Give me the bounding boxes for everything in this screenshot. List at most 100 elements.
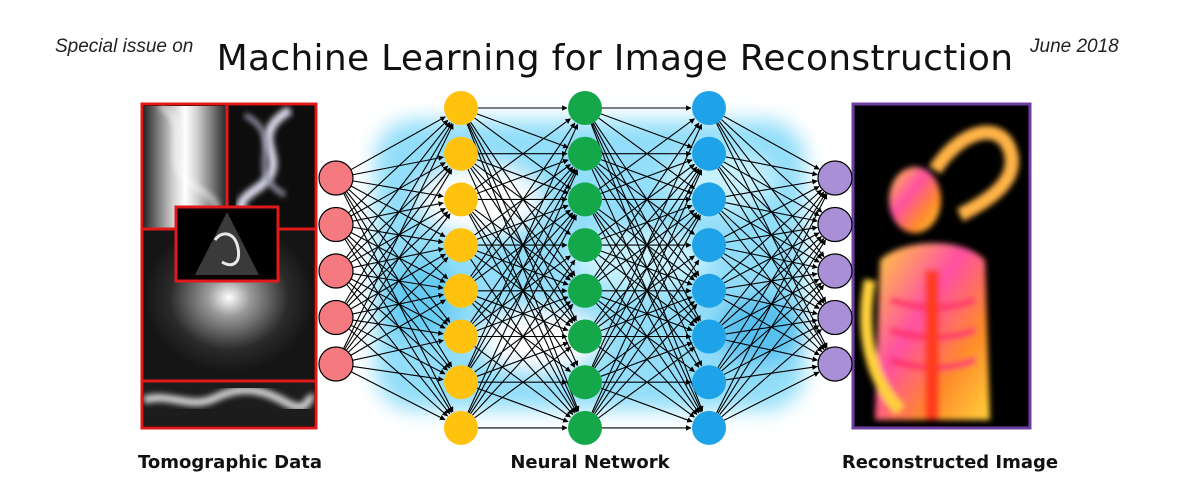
node-hidden-2-6 — [568, 319, 602, 354]
connection-arrow — [352, 201, 444, 222]
node-hidden-1-6 — [444, 319, 478, 354]
connection-arrow — [350, 185, 446, 238]
page-title: Machine Learning for Image Reconstructio… — [216, 38, 1014, 79]
node-output-1 — [817, 160, 853, 196]
connection-arrow — [348, 235, 449, 325]
connection-arrow — [344, 122, 453, 304]
node-hidden-3-5 — [692, 273, 726, 308]
connection-arrow — [723, 115, 820, 170]
node-hidden-2-3 — [568, 182, 602, 217]
connection-arrow — [350, 371, 446, 421]
connection-arrow — [342, 123, 454, 349]
network-nodes — [318, 91, 853, 445]
node-hidden-3-2 — [692, 136, 726, 171]
node-hidden-2-7 — [568, 365, 602, 400]
connection-arrow — [348, 281, 448, 371]
connection-arrow — [595, 303, 698, 416]
caption-neural-network: Neural Network — [510, 452, 670, 473]
connection-arrow — [476, 159, 569, 195]
node-input-2 — [318, 206, 354, 243]
connection-arrow — [345, 121, 451, 258]
connection-arrow — [716, 193, 828, 413]
connection-arrow — [474, 346, 571, 419]
node-hidden-2-5 — [568, 273, 602, 308]
connection-arrow — [598, 346, 695, 419]
node-hidden-1-2 — [444, 136, 478, 171]
connection-arrow — [467, 169, 579, 413]
node-input-3 — [318, 253, 354, 289]
issue-date: June 2018 — [1030, 36, 1119, 57]
node-output-5 — [817, 346, 853, 382]
node-hidden-2-8 — [568, 410, 602, 445]
connection-arrow — [721, 328, 822, 418]
connection-arrow — [347, 257, 449, 353]
connection-arrow — [350, 116, 446, 171]
connection-arrow — [598, 118, 695, 190]
node-hidden-1-4 — [444, 228, 478, 263]
node-hidden-1-1 — [444, 91, 478, 125]
connection-arrow — [468, 169, 577, 368]
node-hidden-2-4 — [568, 228, 602, 263]
connection-arrow — [348, 119, 449, 214]
connection-arrow — [346, 191, 451, 323]
connection-arrow — [717, 239, 826, 414]
connection-arrow — [470, 122, 576, 278]
connection-arrow — [595, 166, 698, 279]
connection-arrow — [350, 324, 446, 375]
connection-arrow — [352, 365, 444, 382]
node-hidden-1-3 — [444, 182, 478, 217]
connection-arrow — [723, 185, 820, 238]
connection-arrow — [348, 328, 448, 417]
connection-arrow — [350, 299, 446, 356]
connection-arrow — [594, 122, 700, 278]
node-input-5 — [318, 346, 354, 382]
connection-arrow — [352, 338, 444, 361]
connection-arrow — [594, 259, 700, 415]
connection-arrow — [467, 123, 579, 367]
connection-arrow — [592, 214, 701, 414]
connection-arrow — [350, 231, 446, 283]
connection-arrow — [723, 371, 820, 421]
node-output-4 — [817, 299, 853, 336]
node-output-3 — [817, 253, 853, 289]
connection-arrow — [719, 284, 825, 415]
node-hidden-3-8 — [692, 410, 726, 445]
connection-arrow — [346, 237, 451, 369]
node-hidden-1-8 — [444, 410, 478, 445]
issue-note: Special issue on — [55, 36, 194, 57]
connection-arrow — [725, 179, 818, 198]
connection-arrow — [591, 123, 703, 367]
connection-arrow — [470, 259, 576, 415]
tomographic-data-panel — [140, 102, 318, 430]
connection-arrow — [352, 155, 444, 176]
network-connections — [342, 105, 828, 431]
reconstructed-image-panel — [851, 102, 1032, 430]
connection-arrow — [474, 118, 571, 190]
node-hidden-3-4 — [692, 228, 726, 263]
connection-arrow — [348, 188, 449, 280]
node-hidden-1-7 — [444, 365, 478, 400]
node-hidden-3-3 — [692, 182, 726, 217]
node-hidden-2-1 — [568, 91, 602, 125]
connection-arrow — [345, 213, 451, 351]
connection-arrow — [471, 166, 574, 279]
caption-reconstructed-image: Reconstructed Image — [841, 452, 1059, 473]
connection-arrow — [717, 192, 827, 369]
connection-arrow — [476, 113, 569, 149]
node-input-4 — [318, 299, 354, 336]
node-hidden-3-1 — [692, 91, 726, 125]
node-hidden-1-5 — [444, 273, 478, 308]
connection-arrow — [721, 189, 822, 280]
connection-arrow — [600, 113, 693, 149]
connection-arrow — [600, 159, 693, 195]
node-input-1 — [318, 160, 354, 196]
connection-arrow — [350, 278, 446, 329]
connection-arrow — [471, 303, 574, 416]
node-output-2 — [817, 206, 853, 243]
connection-arrow — [344, 168, 453, 350]
connection-arrow — [725, 156, 818, 177]
connection-arrow — [719, 191, 825, 324]
node-hidden-3-6 — [692, 319, 726, 354]
connection-arrow — [352, 180, 444, 199]
connection-arrow — [591, 169, 703, 413]
